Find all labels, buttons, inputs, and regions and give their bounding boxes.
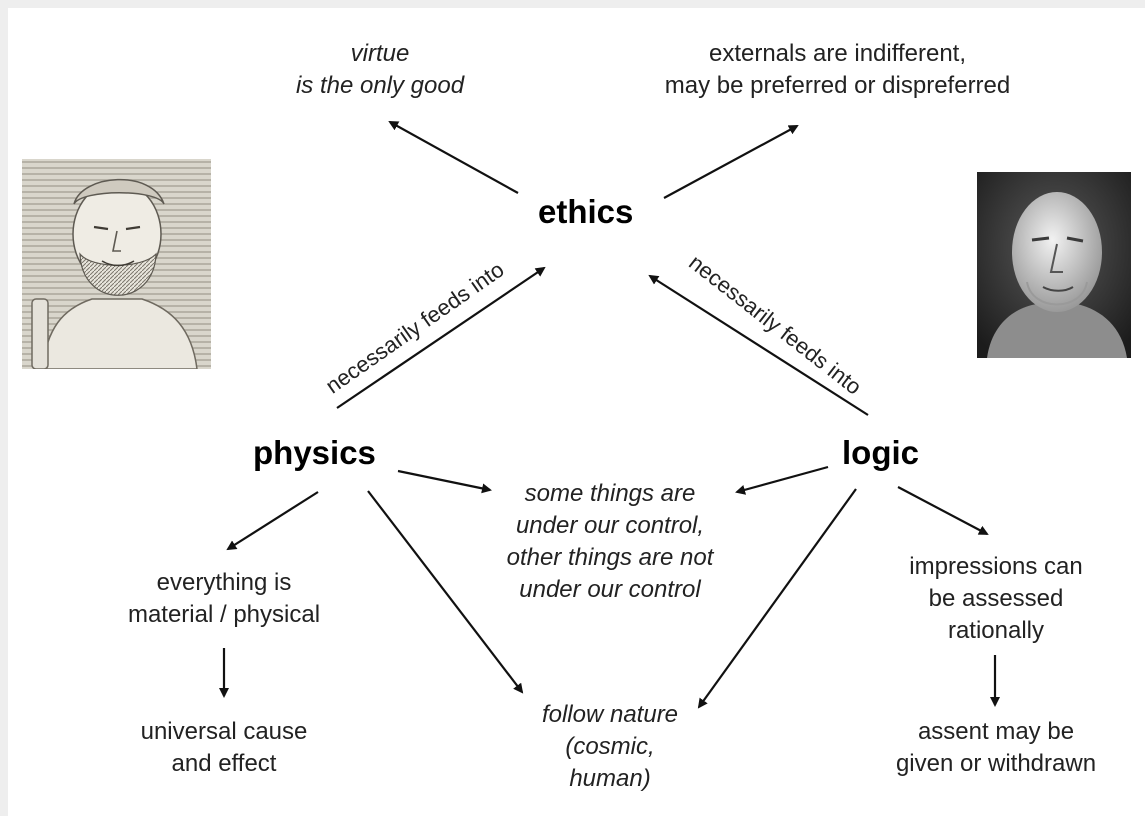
virtue-line-2: is the only good: [295, 72, 465, 99]
arrow-logic-to-control: [735, 465, 829, 495]
arrow-physics-to-ethics: [336, 266, 546, 409]
control-line-4: under our control: [519, 576, 701, 603]
nature-text: follow nature (cosmic, human): [500, 699, 720, 795]
arrow-logic-to-ethics: [648, 274, 869, 416]
ethics-node: ethics: [538, 193, 634, 230]
cause-line-2: and effect: [171, 750, 277, 777]
left-border: [0, 0, 8, 816]
cause-text: universal cause and effect: [104, 716, 344, 780]
left-portrait: [22, 159, 211, 369]
material-text: everything is material / physical: [104, 567, 344, 631]
control-line-2: under our control,: [515, 512, 705, 539]
impressions-line-3: rationally: [947, 617, 1045, 644]
externals-line-2: may be preferred or dispreferred: [664, 72, 1011, 99]
externals-text: externals are indifferent, may be prefer…: [610, 38, 1065, 102]
material-line-1: everything is: [156, 569, 292, 596]
nature-line-3: human): [569, 765, 651, 792]
nature-line-2: (cosmic,: [565, 733, 655, 760]
externals-line-1: externals are indifferent,: [708, 40, 967, 67]
control-line-1: some things are: [524, 480, 696, 507]
nature-line-1: follow nature: [541, 701, 679, 728]
arrow-logic-to-impressions: [897, 486, 989, 535]
virtue-line-1: virtue: [350, 40, 410, 67]
arrow-physics-to-nature: [367, 490, 524, 694]
impressions-text: impressions can be assessed rationally: [880, 551, 1112, 647]
virtue-text: virtue is the only good: [260, 38, 500, 102]
control-line-3: other things are not: [506, 544, 714, 571]
engraved-bust-image: [22, 159, 211, 369]
arrow-logic-to-nature: [697, 488, 857, 709]
arrow-ethics-to-virtue: [388, 121, 519, 194]
arrow-physics-to-material: [226, 491, 319, 551]
right-portrait: [977, 172, 1131, 358]
logic-node: logic: [842, 434, 920, 471]
arrow-ethics-to-externals: [663, 125, 799, 199]
assent-line-2: given or withdrawn: [895, 750, 1097, 777]
physics-node: physics: [253, 434, 376, 471]
assent-text: assent may be given or withdrawn: [870, 716, 1122, 780]
assent-line-1: assent may be: [917, 718, 1075, 745]
marble-bust-image: [977, 172, 1131, 358]
arrow-physics-to-control: [397, 469, 492, 494]
cause-line-1: universal cause: [140, 718, 308, 745]
impressions-line-2: be assessed: [928, 585, 1064, 612]
material-line-2: material / physical: [127, 601, 321, 628]
control-text: some things are under our control, other…: [465, 478, 755, 606]
top-border: [0, 0, 1145, 8]
impressions-line-1: impressions can: [909, 553, 1083, 580]
